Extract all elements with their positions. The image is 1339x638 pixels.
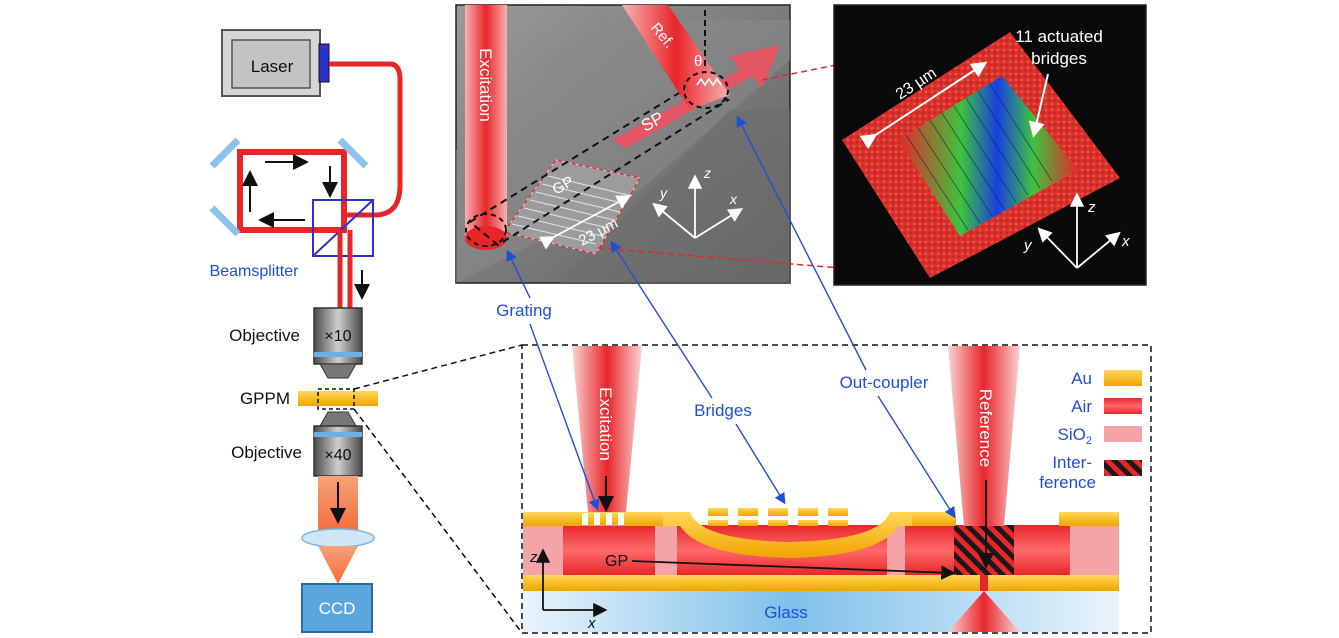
optical-setup: Laser Beamsplitter ×10 Objectiv [209,29,403,633]
legend-air-swatch [1104,398,1142,414]
theta-label: θ [694,53,702,70]
bridge-elements [708,508,848,526]
ccd-label: CCD [319,599,356,618]
sem-panel: Excitation SP Ref. θ GP 23 µm z x y [455,4,791,284]
glass-label: Glass [764,603,807,622]
profile-bridges-line2: bridges [1031,49,1087,68]
outcoupler-callout: Out-coupler [840,373,929,392]
profile-panel: 23 µm 11 actuated bridges z x y [833,4,1147,286]
sio2-right [1070,525,1119,575]
objective-top-label: Objective [229,326,300,345]
top-gold-right [912,512,956,526]
sio2-mid-1 [655,525,677,575]
objective-top-mag: ×10 [324,328,351,345]
profile-axis-x: x [1121,233,1130,250]
gppm-sample [298,391,378,406]
legend-air-label: Air [1071,397,1092,416]
legend: Au Air SiO2 Inter- ference [1039,369,1142,492]
cs-gp-label: GP [605,553,628,570]
mirror-top-right [337,137,369,169]
sem-axes [652,174,744,239]
grating-slits [582,513,624,525]
output-cone [948,591,1020,632]
sem-excitation-beam [465,5,507,240]
legend-au-label: Au [1071,369,1092,388]
outcoupler-aperture [980,575,988,591]
mirror-bottom-left [209,205,241,237]
legend-interference-swatch [1104,460,1142,476]
legend-interference-line2: ference [1039,473,1096,492]
sem-grating-marker [465,213,507,247]
sem-excitation-label: Excitation [476,48,495,122]
interferometer-loop [237,149,347,233]
grating-callout: Grating [496,301,552,320]
legend-interference-line1: Inter- [1052,453,1092,472]
sem-outcoupler-marker [683,71,729,109]
objective-top: ×10 [313,307,363,379]
sem-axis-x: x [729,191,738,207]
ccd: CCD [301,583,373,633]
legend-au-swatch [1104,370,1142,386]
objective-bottom-label: Objective [231,443,302,462]
glass-substrate [523,591,1119,632]
top-gold-far-right [1059,512,1119,526]
sem-axis-y: y [659,185,668,201]
sem-axis-z: z [703,165,711,181]
bridges-callout: Bridges [694,401,752,420]
focused-beam [318,546,358,584]
sem-reference-beam [622,5,730,110]
top-gold-left [523,512,663,526]
beamsplitter-label: Beamsplitter [210,263,300,280]
gppm-zoom-box [317,388,355,410]
cs-excitation-beam [572,346,642,512]
gppm-label: GPPM [240,389,290,408]
profile-axes [1037,192,1121,269]
sio2-mid-2 [887,525,905,575]
cross-section-panel: Glass [521,344,1152,634]
air-gap-1 [563,525,655,575]
objective-bottom: ×40 [313,411,363,477]
laser-beam-path [329,61,403,218]
actuated-bridges-membrane [663,512,912,558]
cs-axis-z: z [529,549,538,566]
cs-axes [535,548,608,618]
profile-axis-y: y [1023,237,1033,254]
bottom-gold-film [523,575,1119,591]
cs-reference-beam [948,346,1020,526]
laser: Laser [221,29,330,97]
sem-beam-outline [468,78,730,247]
profile-axis-z: z [1087,199,1096,216]
interference-region [954,525,1014,575]
zoom-line-top [353,344,523,390]
zoom-line-bottom [353,408,523,634]
callouts: Grating Bridges Out-coupler [496,115,956,519]
objective-bottom-mag: ×40 [324,447,351,464]
mirror-top-left [209,137,241,169]
profile-bridges-line1: 11 actuated [1015,27,1103,46]
legend-sio2-swatch [1104,426,1142,442]
cs-reference-label: Reference [976,389,995,467]
tube-lens [301,528,375,548]
cs-excitation-label: Excitation [596,387,615,461]
laser-label: Laser [251,57,294,76]
beamsplitter [312,199,374,257]
cs-axis-x: x [587,615,596,632]
legend-sio2-label: SiO2 [1058,425,1092,447]
